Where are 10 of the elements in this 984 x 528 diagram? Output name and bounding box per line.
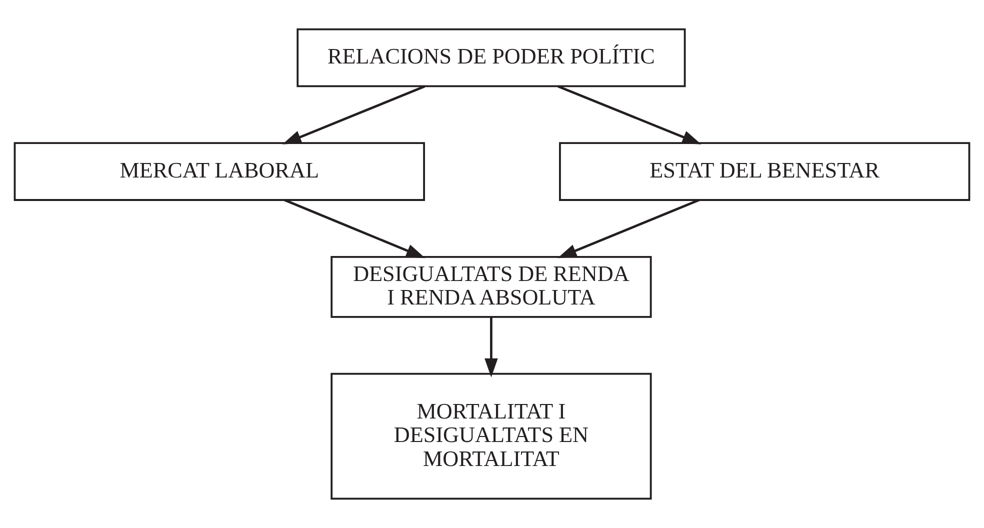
node-box: ESTAT DEL BENESTAR [559, 142, 970, 201]
node-box: RELACIONS DE PODER POLÍTIC [296, 28, 686, 88]
arrow [282, 85, 426, 144]
arrow [284, 198, 426, 258]
node-box: DESIGUALTATS DE RENDA I RENDA ABSOLUTA [330, 256, 652, 318]
node-box: MERCAT LABORAL [14, 142, 425, 201]
arrow [558, 85, 702, 144]
arrow [558, 198, 700, 258]
arrow [484, 317, 498, 378]
node-box: MORTALITAT I DESIGUALTATS EN MORTALITAT [330, 372, 652, 500]
